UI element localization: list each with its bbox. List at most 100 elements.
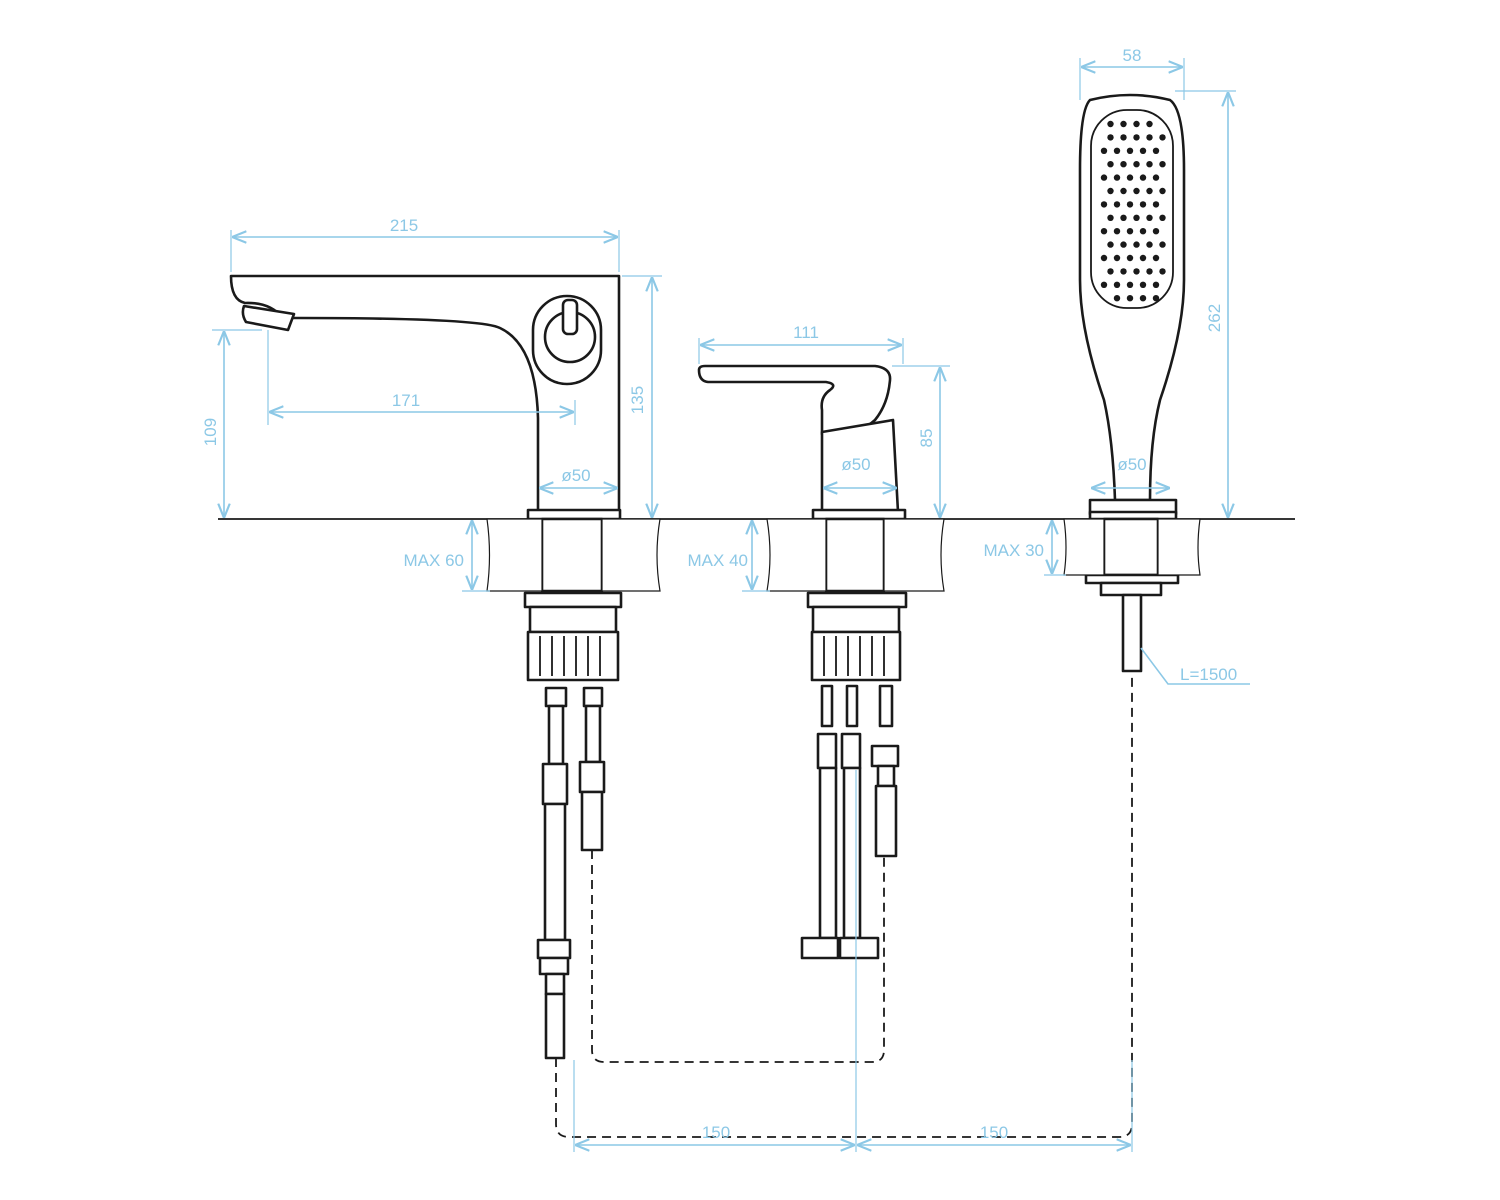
hidden-hose-route-spout: [591, 850, 885, 1063]
nozzle-dot: [1133, 187, 1140, 195]
deck-sections: [486, 518, 1201, 592]
nozzle-dot: [1107, 268, 1114, 275]
nozzle-dot: [1120, 268, 1127, 275]
dim-spacing-left: 150: [702, 1123, 730, 1142]
dim-mixer-base-dia: ø50: [841, 455, 870, 474]
nozzle-dot: [1152, 281, 1160, 288]
nozzle-dot: [1152, 228, 1160, 235]
nozzle-dot: [1139, 295, 1147, 302]
nozzle-dot: [1152, 295, 1160, 302]
mixer-supply-hose-1: [800, 684, 840, 960]
hand-shower-shank: [1102, 517, 1160, 577]
spout-shank: [540, 517, 604, 593]
spout-supply-hose-left: [536, 686, 572, 1060]
nozzle-dot: [1133, 241, 1140, 248]
nozzle-dot: [1120, 241, 1127, 248]
mixer-assembly: [697, 364, 908, 960]
nozzle-dot: [1146, 214, 1153, 221]
nozzle-dot: [1126, 147, 1134, 154]
nozzle-dot: [1139, 174, 1147, 181]
nozzle-dot: [1126, 281, 1134, 288]
nozzle-dot: [1146, 187, 1153, 195]
hand-shower-hose: [1121, 593, 1143, 673]
nozzle-dot: [1113, 174, 1121, 181]
hand-shower-assembly: [1078, 93, 1186, 673]
nozzle-dot: [1159, 268, 1166, 275]
spout-supply-hose-right: [578, 686, 606, 852]
dimension-lines: [212, 58, 1250, 1152]
hand-shower-nozzles: [1100, 120, 1166, 302]
nozzle-dot: [1107, 134, 1114, 141]
mixer-base-collar: [811, 508, 907, 521]
nozzle-dot: [1107, 120, 1114, 128]
dim-deck-max-spout: MAX 60: [404, 551, 464, 570]
nozzle-dot: [1159, 214, 1166, 221]
nozzle-dot: [1126, 201, 1134, 208]
nozzle-dot: [1152, 201, 1160, 208]
dim-mixer-length: 111: [793, 323, 819, 342]
nozzle-dot: [1107, 187, 1114, 195]
dim-spout-length: 215: [390, 216, 418, 235]
mixer-lock-nut: [810, 630, 902, 682]
dim-shower-height: 262: [1205, 304, 1224, 332]
spout-lock-nut: [526, 630, 620, 682]
mixer-washer: [811, 605, 901, 634]
nozzle-dot: [1159, 241, 1166, 248]
dimension-labels: 215 171 109 135 ø50 MAX 60 MAX 40 MAX 30…: [201, 46, 1237, 1142]
dim-shower-base-dia: ø50: [1117, 455, 1146, 474]
nozzle-dot: [1139, 228, 1147, 235]
nozzle-dot: [1159, 134, 1166, 141]
nozzle-dot: [1146, 241, 1153, 248]
spout-nut: [523, 591, 623, 609]
spout-base-collar: [526, 508, 622, 521]
mixer-nut: [806, 591, 908, 609]
nozzle-dot: [1152, 174, 1160, 181]
nozzle-dot: [1139, 254, 1147, 262]
nozzle-dot: [1133, 161, 1140, 168]
mixer-shower-hose-connector: [870, 684, 900, 858]
hand-shower-face: [1090, 109, 1174, 309]
dim-spout-outlet-height: 109: [201, 418, 220, 446]
nozzle-dot: [1139, 201, 1147, 208]
nozzle-dot: [1100, 201, 1108, 208]
nozzle-dot: [1146, 134, 1153, 141]
hand-shower-flange: [1099, 581, 1163, 597]
dim-spacing-right: 150: [980, 1123, 1008, 1142]
nozzle-dot: [1159, 161, 1166, 168]
dim-spout-reach: 171: [392, 391, 420, 410]
dim-spout-height: 135: [628, 386, 647, 414]
dim-deck-max-mixer: MAX 40: [688, 551, 748, 570]
nozzle-dot: [1120, 120, 1127, 128]
nozzle-dot: [1126, 295, 1134, 302]
nozzle-dot: [1133, 268, 1140, 275]
nozzle-dot: [1120, 161, 1127, 168]
nozzle-dot: [1133, 120, 1140, 128]
spout-aerator: [241, 304, 296, 332]
nozzle-dot: [1113, 228, 1121, 235]
nozzle-dot: [1139, 147, 1147, 154]
nozzle-dot: [1152, 254, 1160, 262]
dim-deck-max-shower: MAX 30: [984, 541, 1044, 560]
spout-knob-slot: [561, 298, 579, 336]
nozzle-dot: [1113, 254, 1121, 262]
nozzle-dot: [1107, 214, 1114, 221]
nozzle-dot: [1100, 228, 1108, 235]
dim-hose-length: L=1500: [1180, 665, 1237, 684]
nozzle-dot: [1133, 134, 1140, 141]
nozzle-dot: [1146, 161, 1153, 168]
nozzle-dot: [1139, 281, 1147, 288]
nozzle-dot: [1146, 120, 1153, 128]
nozzle-dot: [1107, 161, 1114, 168]
nozzle-dot: [1100, 174, 1108, 181]
mixer-shank: [824, 517, 886, 593]
nozzle-dot: [1120, 214, 1127, 221]
nozzle-dot: [1113, 147, 1121, 154]
spout-lock-nut-ribs: [539, 636, 601, 676]
nozzle-dot: [1133, 214, 1140, 221]
nozzle-dot: [1100, 254, 1108, 262]
nozzle-dot: [1113, 281, 1121, 288]
nozzle-dot: [1126, 174, 1134, 181]
nozzle-dot: [1113, 295, 1121, 302]
mixer-supply-hose-2: [838, 684, 880, 960]
